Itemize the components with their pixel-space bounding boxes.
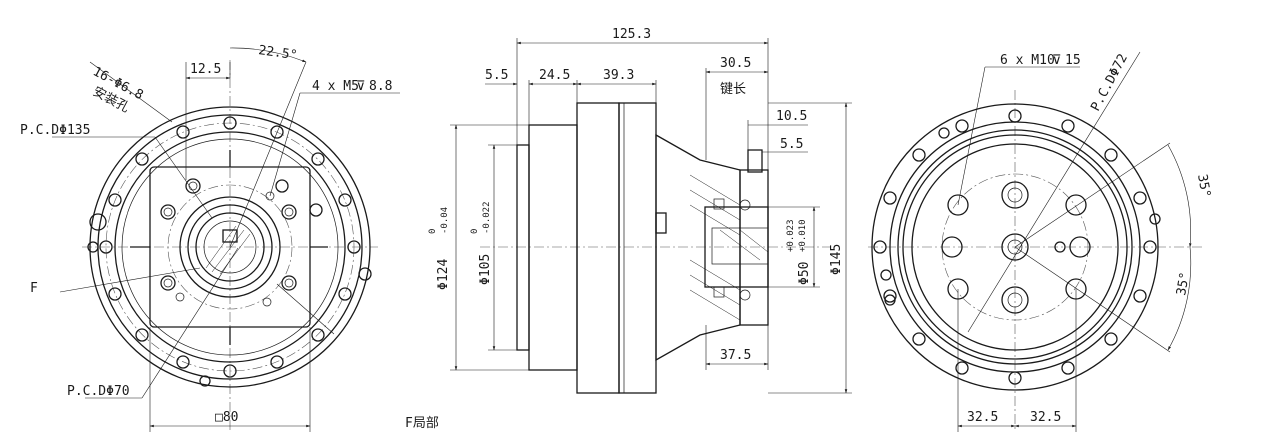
rear-dim-right: 32.5	[1030, 410, 1061, 425]
side-dim-5-5: 5.5	[485, 68, 508, 83]
side-dia-50-tol-lower: +0.010	[798, 219, 808, 252]
side-dim-5-5b: 5.5	[780, 137, 803, 152]
front-thread-depth: 8.8	[369, 79, 392, 94]
side-view: 125.3 5.5 24.5 39.3 30.5 键长 10.5 5.5 37.…	[428, 27, 852, 394]
rear-thread-depth: 15	[1065, 53, 1081, 68]
front-angle: 22.5°	[257, 43, 298, 63]
rear-view: 6 x M10 ⊽ 15 P.C.DΦ72 35° 35° 32.5 32.5	[868, 52, 1213, 432]
front-square: □80	[215, 410, 238, 425]
rear-thread-depth-symbol: ⊽	[1052, 53, 1062, 68]
front-view: 16-Φ6.8 安装孔 P.C.DΦ135 P.C.DΦ70 12.5 22.5…	[20, 43, 439, 432]
front-thread: 4 x M5	[312, 79, 359, 94]
side-overall-length: 125.3	[612, 27, 651, 42]
front-detail-label: F局部	[405, 416, 439, 431]
front-label-f: F	[30, 281, 38, 296]
side-dia-105-tol-lower: -0.022	[482, 201, 492, 234]
side-dim-10-5: 10.5	[776, 109, 807, 124]
side-dia-50: Φ50	[797, 262, 812, 285]
side-dia-124: Φ124	[436, 259, 451, 290]
side-dim-39-3: 39.3	[603, 68, 634, 83]
rear-pcd: P.C.DΦ72	[1088, 52, 1131, 114]
front-pcd-outer: P.C.DΦ135	[20, 123, 90, 138]
rear-thread: 6 x M10	[1000, 53, 1055, 68]
front-pcd-inner: P.C.DΦ70	[67, 384, 130, 399]
side-dim-30-5: 30.5	[720, 56, 751, 71]
mount-holes-ring	[87, 116, 372, 387]
rear-dim-left: 32.5	[967, 410, 998, 425]
rear-m10-holes	[941, 181, 1091, 314]
side-dia-124-tol-upper: 0	[428, 229, 438, 234]
side-dia-105: Φ105	[478, 254, 493, 285]
flange-bolt-holes	[160, 178, 323, 307]
side-key-length: 键长	[720, 82, 746, 97]
rear-angle-top: 35°	[1194, 173, 1213, 199]
side-dim-37-5: 37.5	[720, 348, 751, 363]
side-dia-50-tol-upper: +0.023	[786, 219, 796, 252]
side-dim-24-5: 24.5	[539, 68, 570, 83]
rear-flange-holes	[873, 109, 1161, 385]
rear-angle-bottom: 35°	[1174, 271, 1193, 297]
front-thread-depth-symbol: ⊽	[356, 79, 366, 94]
side-dia-145: Φ145	[829, 244, 844, 275]
side-dia-124-tol-lower: -0.04	[440, 207, 450, 234]
side-dia-105-tol-upper: 0	[470, 229, 480, 234]
front-dim-12-5: 12.5	[190, 62, 221, 77]
